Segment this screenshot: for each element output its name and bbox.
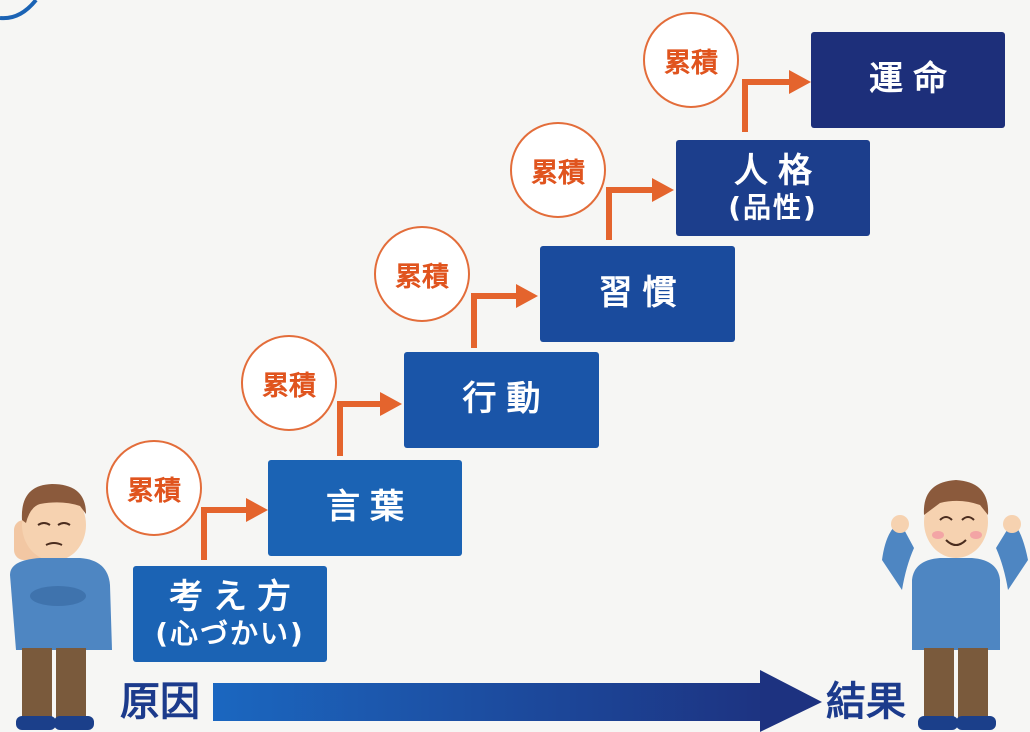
step-character-sublabel: (品性) <box>728 190 818 224</box>
happy-person-illustration <box>882 480 1028 730</box>
accumulate-badge-3: 累積 <box>374 226 470 322</box>
step-arrow-3 <box>471 284 538 348</box>
accumulate-badge-1: 累積 <box>106 440 202 536</box>
step-thinking-sublabel: (心づかい) <box>155 616 305 650</box>
step-character: 人格 (品性) <box>676 140 870 236</box>
cause-label: 原因 <box>120 679 200 725</box>
accumulate-badge-4: 累積 <box>510 122 606 218</box>
thinking-person-illustration <box>10 484 112 730</box>
corner-decoration <box>0 0 38 21</box>
step-arrow-5 <box>742 70 811 132</box>
step-arrow-1 <box>201 498 268 560</box>
accumulate-badge-2: 累積 <box>241 335 337 431</box>
step-words-label: 言葉 <box>326 487 414 528</box>
cause-effect-arrow <box>213 670 822 732</box>
step-action: 行動 <box>404 352 599 448</box>
step-habit-label: 習慣 <box>598 273 687 314</box>
step-arrow-4 <box>606 178 674 240</box>
step-destiny-label: 運命 <box>869 59 957 100</box>
step-words: 言葉 <box>268 460 462 556</box>
step-destiny: 運命 <box>811 32 1005 128</box>
step-thinking-label: 考え方 <box>169 576 301 617</box>
step-habit: 習慣 <box>540 246 735 342</box>
effect-label: 結果 <box>826 679 906 725</box>
step-arrow-2 <box>337 392 402 456</box>
step-thinking: 考え方 (心づかい) <box>133 566 327 662</box>
accumulate-badge-5: 累積 <box>643 12 739 108</box>
step-character-label: 人格 <box>734 150 822 191</box>
step-action-label: 行動 <box>462 379 551 420</box>
